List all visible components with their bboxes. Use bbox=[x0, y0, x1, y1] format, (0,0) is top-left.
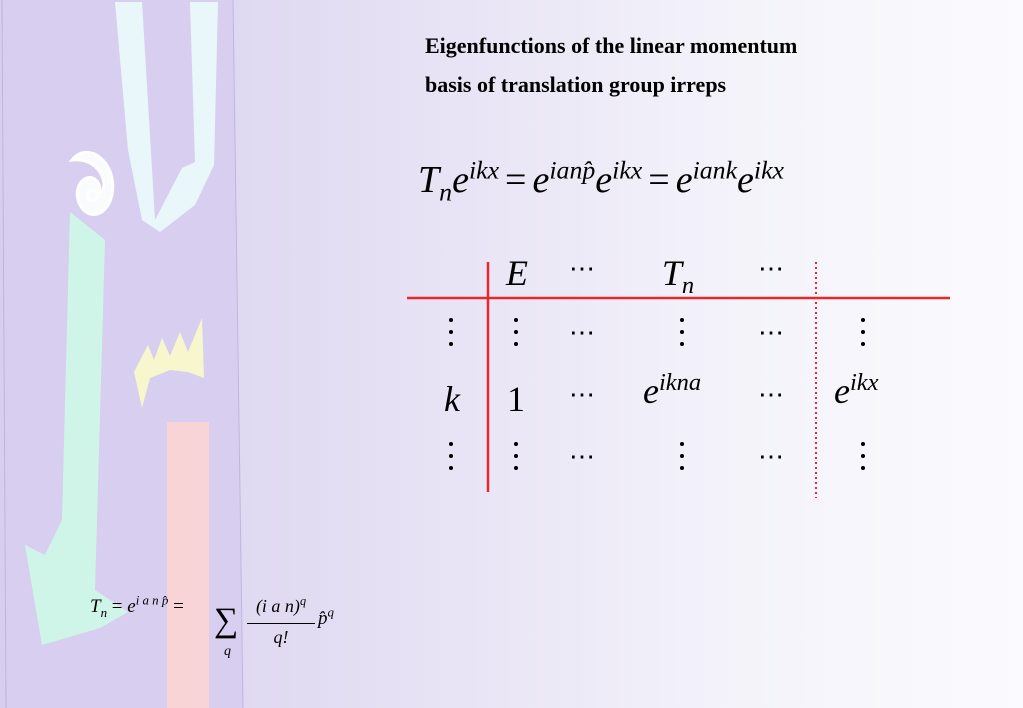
eq-ikx-2: ikx bbox=[612, 155, 643, 185]
eq-e2: e bbox=[532, 159, 550, 201]
eq-T: T bbox=[418, 159, 440, 201]
green-vertical-shape bbox=[25, 212, 128, 645]
eq-ikx-1: ikx bbox=[468, 155, 500, 185]
row-k-e-ikx: eikx bbox=[834, 370, 879, 412]
eq-n: n bbox=[439, 177, 453, 207]
hdots-r3-c2: ⋯ bbox=[569, 442, 596, 471]
vdots-r3-c5 bbox=[861, 442, 865, 478]
eq-equals-1: = bbox=[505, 159, 527, 201]
header-E: E bbox=[506, 253, 528, 293]
row-k-e-ikna: eikna bbox=[643, 370, 701, 412]
hdots-r1-c4: ⋯ bbox=[758, 318, 785, 347]
be-p-term: p̂q bbox=[318, 604, 334, 630]
be-fraction-bar bbox=[247, 623, 315, 624]
header-T: T bbox=[661, 253, 682, 293]
vdots-r3-c3 bbox=[680, 442, 684, 478]
be-n: n bbox=[100, 604, 108, 620]
be-num-exp: q bbox=[299, 594, 307, 608]
be-e: e bbox=[127, 596, 136, 617]
eq-e1: e bbox=[452, 159, 469, 201]
eq-ikx-3: ikx bbox=[753, 155, 785, 185]
eq-equals-2: = bbox=[648, 159, 670, 201]
hdots-r1-c2: ⋯ bbox=[569, 318, 596, 347]
hdots-rk-c2: ⋯ bbox=[569, 380, 596, 409]
row-k-one: 1 bbox=[507, 379, 525, 419]
eq-iank: iank bbox=[692, 155, 738, 185]
vdots-r1-c0 bbox=[449, 318, 453, 354]
row-k-label: k bbox=[444, 379, 460, 419]
bottom-equation: Tn = ei a n p̂ = bbox=[90, 592, 184, 620]
vdots-r1-c1 bbox=[514, 318, 518, 354]
be-denominator: q! bbox=[273, 627, 289, 647]
vdots-r1-c5 bbox=[861, 318, 865, 354]
title-line-2: basis of translation group irreps bbox=[425, 72, 727, 97]
header-dots-1: ⋯ bbox=[569, 254, 596, 283]
eq-e3: e bbox=[595, 159, 613, 201]
yellow-flame-shape bbox=[134, 318, 204, 408]
vdots-r3-c1 bbox=[514, 442, 518, 478]
be-sum-sign: ∑ bbox=[214, 602, 239, 639]
vdots-r3-c0 bbox=[449, 442, 453, 478]
main-equation: Tneikx=eianp̂eikx=eiankeikx bbox=[418, 155, 785, 205]
be-p-exp: q bbox=[327, 604, 334, 620]
be-sum-index: q bbox=[224, 644, 231, 659]
eq-e5: e bbox=[737, 159, 754, 201]
be-num: (i a n) bbox=[255, 596, 300, 616]
header-dots-2: ⋯ bbox=[758, 254, 785, 283]
hdots-r3-c4: ⋯ bbox=[758, 442, 785, 471]
pink-column-shape bbox=[167, 422, 209, 708]
be-T: T bbox=[90, 596, 101, 617]
header-Tn: Tn bbox=[643, 252, 713, 298]
swirl-shape bbox=[68, 151, 115, 216]
panel-edge-line bbox=[232, 0, 244, 708]
eq-e4: e bbox=[675, 159, 693, 201]
rk-e1: e bbox=[643, 371, 659, 411]
rk-ikx: ikx bbox=[849, 369, 879, 396]
be-exp: i a n p̂ bbox=[135, 592, 169, 608]
be-p: p̂ bbox=[318, 608, 328, 629]
vdots-r1-c3 bbox=[680, 318, 684, 354]
rk-e2: e bbox=[834, 371, 850, 411]
eq-ianp: ianp̂ bbox=[549, 155, 596, 185]
panel-edge-line-left bbox=[1, 0, 7, 708]
rk-ikna: ikna bbox=[658, 369, 702, 396]
title-line-1: Eigenfunctions of the linear momentum bbox=[425, 33, 798, 58]
be-eq2: = bbox=[173, 596, 184, 617]
hdots-rk-c4: ⋯ bbox=[758, 380, 785, 409]
header-n: n bbox=[681, 272, 695, 300]
cyan-hook-shape bbox=[115, 2, 218, 232]
be-numerator: (i a n)q bbox=[247, 594, 315, 617]
be-eq1: = bbox=[111, 596, 123, 617]
